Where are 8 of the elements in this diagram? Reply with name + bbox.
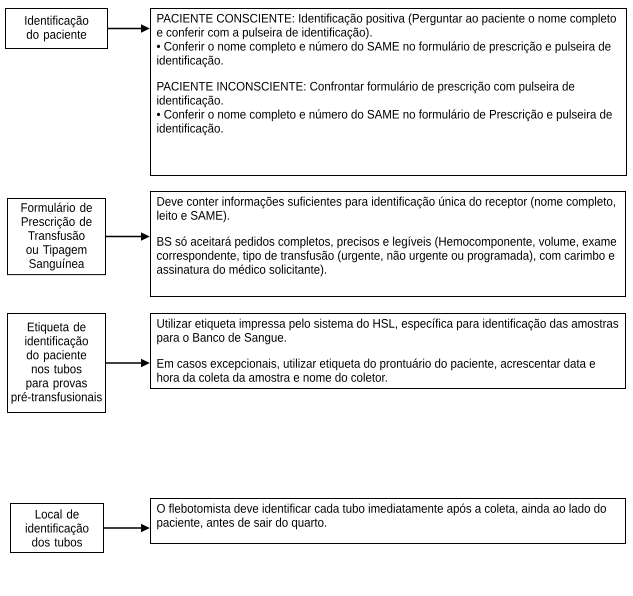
label-box: Local de identificação dos tubos: [10, 503, 104, 553]
label-box: Etiqueta de identificação do paciente nos tubos para provas pré-transfusionais: [7, 313, 106, 413]
label-box: Formulário de Prescrição de Transfusão ou Tipagem Sanguínea: [7, 198, 106, 276]
label-box: Identificação do paciente: [5, 8, 108, 49]
description-box: PACIENTE CONSCIENTE: Identificação positiva (Perguntar ao paciente o nome completo e conferir com a pulseira de identificação). • Conferir o nome completo e número do SAME no formulário de prescrição e pulseira de identificação. PACIENTE INCONSCIENTE: Confrontar formulário de prescrição com pulseira de identificação. • Conferir o nome completo e número do SAME no formulário de Prescrição e pulseira de identificação.: [150, 8, 627, 176]
description-box: Deve conter informações suficientes para identificação única do receptor (nome completo, leito e SAME). BS só aceitará pedidos completos, precisos e legíveis (Hemocomponente, volume, exame correspondente, tipo de transfusão (urgente, não urgente ou programada), com carimbo e assinatura do médico solicitante).: [150, 191, 626, 297]
description-box: O flebotomista deve identificar cada tubo imediatamente após a coleta, ainda ao lado do paciente, antes de sair do quarto.: [150, 498, 626, 544]
description-box: Utilizar etiqueta impressa pelo sistema do HSL, específica para identificação das amostras para o Banco de Sangue. Em casos excepcionais, utilizar etiqueta do prontuário do paciente, acrescentar data e hora da coleta da amostra e nome do coletor.: [150, 313, 626, 389]
